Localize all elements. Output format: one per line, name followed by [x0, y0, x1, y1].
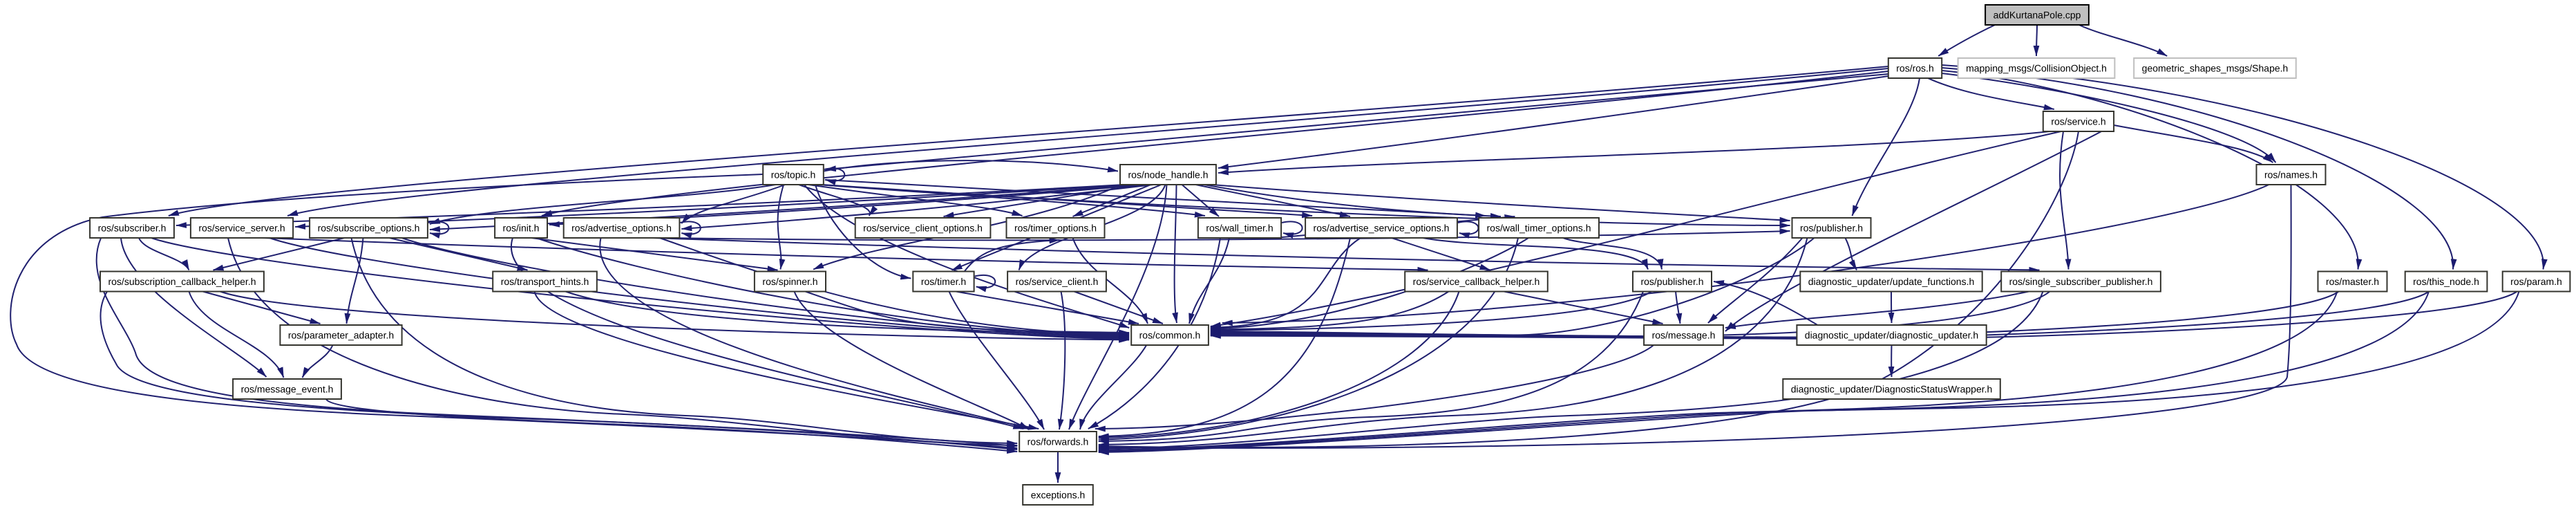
svg-text:ros/names.h: ros/names.h: [2264, 169, 2318, 181]
svg-text:ros/wall_timer_options.h: ros/wall_timer_options.h: [1487, 223, 1591, 234]
svg-text:ros/service_client.h: ros/service_client.h: [1016, 276, 1099, 287]
svg-text:ros/subscriber.h: ros/subscriber.h: [98, 223, 167, 234]
svg-text:ros/publisher.h: ros/publisher.h: [1800, 223, 1863, 234]
svg-text:ros/publisher.h: ros/publisher.h: [1640, 276, 1703, 287]
svg-text:ros/master.h: ros/master.h: [2326, 276, 2379, 287]
svg-text:ros/service_callback_helper.h: ros/service_callback_helper.h: [1413, 276, 1540, 287]
svg-text:ros/single_subscriber_publishe: ros/single_subscriber_publisher.h: [2009, 276, 2153, 287]
svg-text:ros/node_handle.h: ros/node_handle.h: [1128, 169, 1209, 181]
svg-text:geometric_shapes_msgs/Shape.h: geometric_shapes_msgs/Shape.h: [2142, 63, 2289, 74]
svg-text:ros/advertise_options.h: ros/advertise_options.h: [571, 223, 672, 234]
svg-text:ros/message_event.h: ros/message_event.h: [241, 384, 334, 395]
svg-text:ros/message.h: ros/message.h: [1652, 330, 1716, 341]
svg-text:ros/wall_timer.h: ros/wall_timer.h: [1206, 223, 1273, 234]
svg-text:ros/init.h: ros/init.h: [503, 223, 540, 234]
svg-text:ros/transport_hints.h: ros/transport_hints.h: [501, 276, 589, 287]
svg-text:diagnostic_updater/diagnostic_: diagnostic_updater/diagnostic_updater.h: [1805, 330, 1978, 341]
svg-text:ros/parameter_adapter.h: ros/parameter_adapter.h: [288, 330, 394, 341]
svg-text:addKurtanaPole.cpp: addKurtanaPole.cpp: [1993, 10, 2081, 21]
svg-text:ros/advertise_service_options.: ros/advertise_service_options.h: [1314, 223, 1450, 234]
svg-text:ros/topic.h: ros/topic.h: [771, 169, 816, 181]
svg-text:ros/service_server.h: ros/service_server.h: [198, 223, 285, 234]
svg-text:diagnostic_updater/update_func: diagnostic_updater/update_functions.h: [1808, 276, 1975, 287]
svg-text:ros/param.h: ros/param.h: [2510, 276, 2562, 287]
svg-text:ros/service.h: ros/service.h: [2051, 116, 2105, 127]
svg-text:ros/subscription_callback_help: ros/subscription_callback_helper.h: [108, 276, 256, 287]
svg-text:ros/ros.h: ros/ros.h: [1896, 63, 1933, 74]
svg-text:ros/forwards.h: ros/forwards.h: [1027, 436, 1089, 447]
svg-text:mapping_msgs/CollisionObject.h: mapping_msgs/CollisionObject.h: [1966, 63, 2107, 74]
svg-text:ros/this_node.h: ros/this_node.h: [2413, 276, 2479, 287]
svg-text:ros/spinner.h: ros/spinner.h: [762, 276, 817, 287]
svg-text:ros/service_client_options.h: ros/service_client_options.h: [863, 223, 983, 234]
svg-text:ros/common.h: ros/common.h: [1139, 330, 1201, 341]
svg-text:ros/timer.h: ros/timer.h: [921, 276, 966, 287]
svg-text:diagnostic_updater/DiagnosticS: diagnostic_updater/DiagnosticStatusWrapp…: [1791, 384, 1993, 395]
svg-text:exceptions.h: exceptions.h: [1031, 490, 1086, 501]
svg-text:ros/subscribe_options.h: ros/subscribe_options.h: [318, 223, 420, 234]
svg-text:ros/timer_options.h: ros/timer_options.h: [1014, 223, 1097, 234]
